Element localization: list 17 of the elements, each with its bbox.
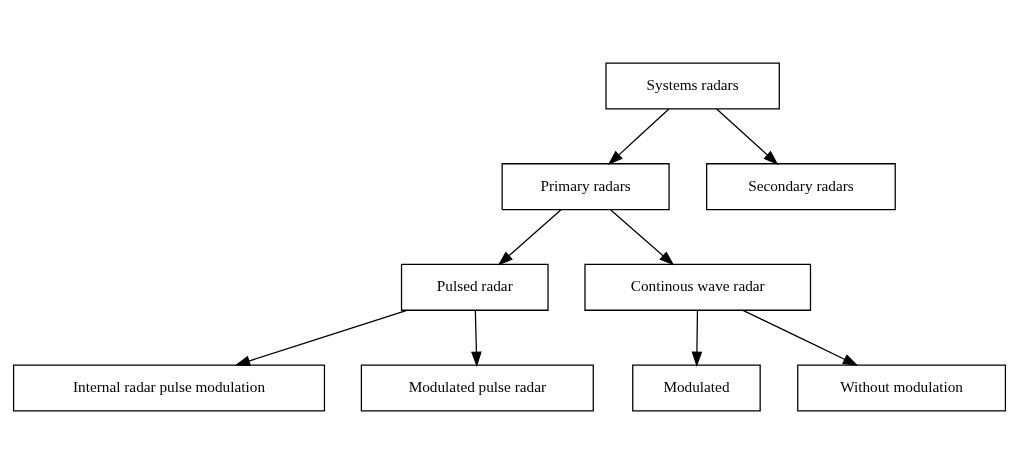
arrow <box>742 309 859 366</box>
arrow <box>607 107 670 165</box>
arrow <box>691 309 703 367</box>
node-box: Modulated pulse radar <box>360 363 594 412</box>
node-box: Modulated <box>632 363 761 412</box>
node-box: Systems radars <box>605 61 780 110</box>
node-box: Pulsed radar <box>400 263 549 311</box>
arrow <box>234 309 408 366</box>
node-box: Continous wave radar <box>584 263 812 311</box>
node-box: Internal radar pulse modulation <box>12 363 326 412</box>
node-box: Without modulation <box>797 363 1007 412</box>
arrow <box>471 309 482 367</box>
node-box: Secondary radars <box>706 162 896 210</box>
node-box: Primary radars <box>501 162 670 210</box>
arrow <box>716 107 779 165</box>
arrow <box>497 208 562 266</box>
arrow <box>609 208 675 266</box>
